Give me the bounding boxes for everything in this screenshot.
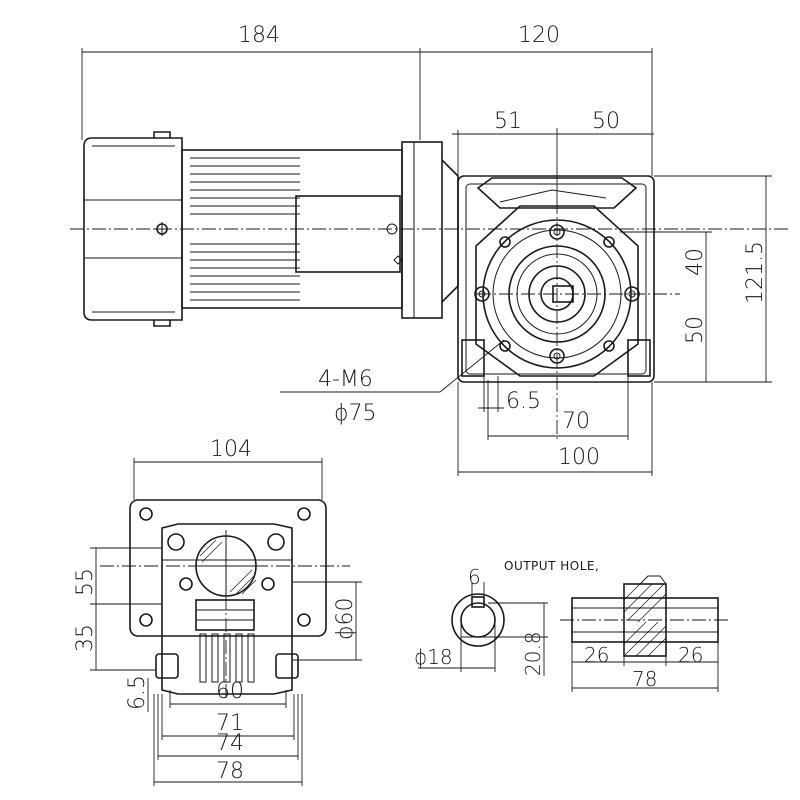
dim-184: 184 xyxy=(238,23,280,48)
dim-55: 55 xyxy=(73,568,98,596)
dim-70: 70 xyxy=(562,409,590,434)
dim-key-6: 6 xyxy=(468,565,481,589)
dim-26-left: 26 xyxy=(584,643,609,667)
dim-20-8: 20.8 xyxy=(521,631,545,676)
dimensions-side-view: 104 55 35 ϕ60 6.5 60 71 74 78 xyxy=(73,437,362,786)
dim-6-5-top: 6.5 xyxy=(506,389,541,414)
dimensions-top-view: 184 120 51 50 40 121.5 50 4-M6 ϕ75 6.5 7… xyxy=(81,23,772,476)
dim-104: 104 xyxy=(210,437,252,462)
gearbox-side-view xyxy=(100,499,350,700)
dim-bore-18: ϕ18 xyxy=(414,645,453,669)
screw-spec: 4-M6 xyxy=(318,367,373,392)
dim-121-5: 121.5 xyxy=(743,241,768,304)
output-hole-detail: OUTPUT HOLE, 6 ϕ18 20.8 xyxy=(414,559,730,692)
dim-120: 120 xyxy=(518,23,560,48)
dim-60: 60 xyxy=(216,679,244,704)
dim-50-top: 50 xyxy=(592,109,620,134)
dim-71: 71 xyxy=(216,711,244,736)
dim-50-right: 50 xyxy=(683,316,708,344)
dim-74: 74 xyxy=(216,731,244,756)
dim-26-right: 26 xyxy=(678,643,703,667)
dim-100: 100 xyxy=(558,445,600,470)
dim-78: 78 xyxy=(216,759,244,784)
dim-51: 51 xyxy=(494,109,522,134)
cooling-fins xyxy=(190,157,300,301)
dim-shaft-78: 78 xyxy=(632,667,657,691)
bolt-circle-dia: ϕ75 xyxy=(334,401,377,426)
side-fins xyxy=(199,633,255,683)
dim-6-5-side: 6.5 xyxy=(125,675,150,710)
motor-body xyxy=(70,131,790,327)
dim-35: 35 xyxy=(73,624,98,652)
dim-40: 40 xyxy=(683,248,708,276)
gearbox-front-view xyxy=(457,175,680,440)
section-hatch xyxy=(199,539,257,595)
hub-hatch xyxy=(623,583,667,657)
output-hole-label: OUTPUT HOLE, xyxy=(504,559,599,573)
dim-60-dia: ϕ60 xyxy=(333,597,358,640)
